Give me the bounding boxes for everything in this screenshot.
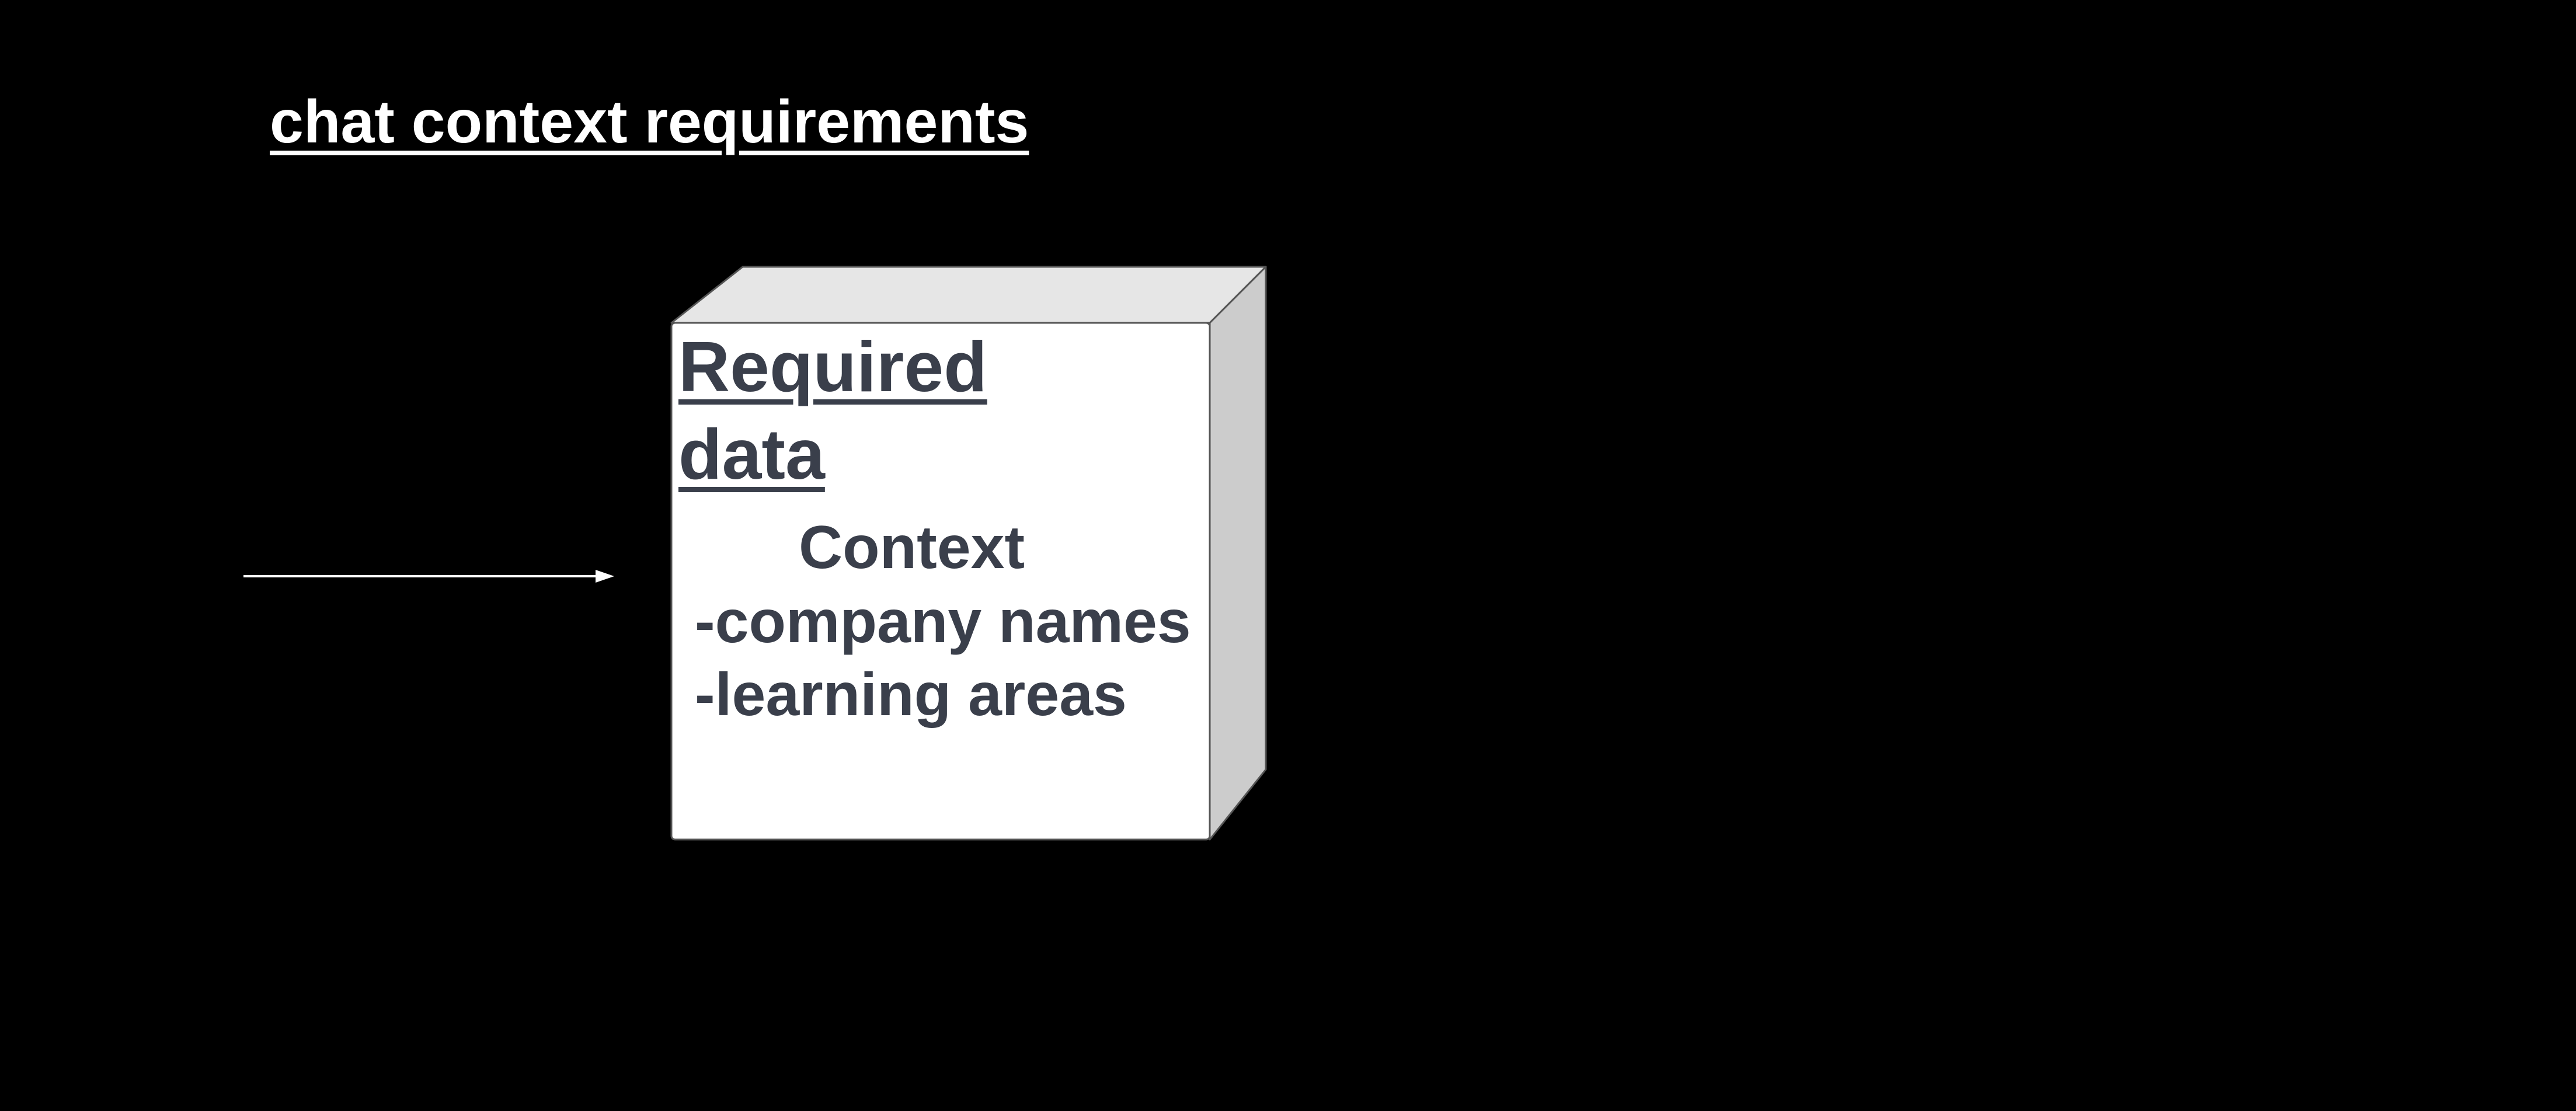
required-data-node: [670, 266, 1267, 841]
diagram-title: chat context requirements: [270, 88, 1029, 156]
node-subheading: Context: [799, 514, 1025, 581]
node-front-face: [670, 322, 1211, 841]
node-content: Required data Context -company names -le…: [671, 323, 1209, 840]
node-side-face: [1209, 266, 1267, 841]
node-item: -company names: [695, 588, 1191, 656]
node-item: -learning areas: [695, 661, 1127, 729]
node-heading-line: data: [678, 415, 825, 494]
node-heading: Required data: [678, 323, 987, 498]
node-heading-line: Required: [678, 327, 987, 406]
node-item-list: -company names -learning areas: [695, 586, 1191, 732]
arrowhead-icon: [596, 570, 614, 583]
node-top-face: [670, 266, 1267, 324]
incoming-arrow: [243, 570, 614, 583]
